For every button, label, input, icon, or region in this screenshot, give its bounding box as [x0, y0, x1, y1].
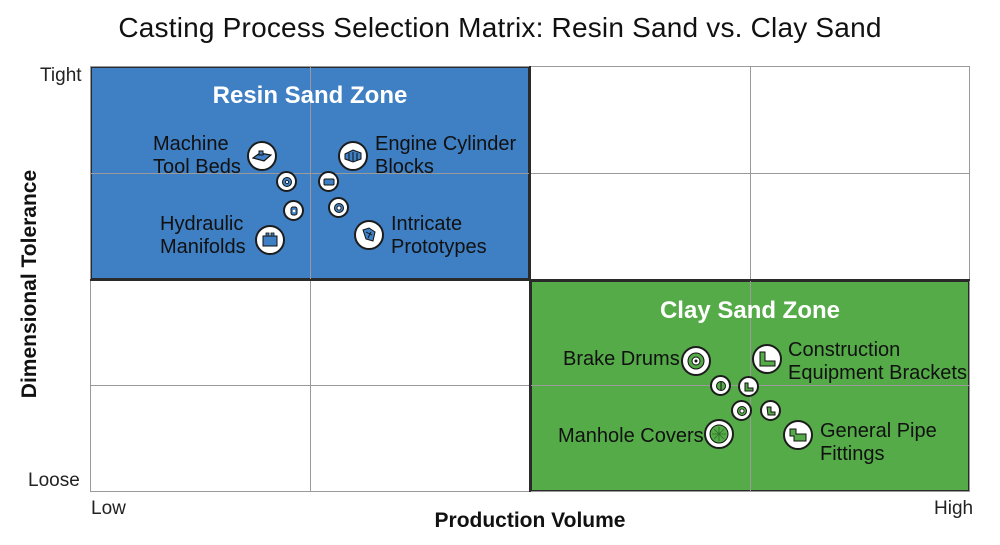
prototype-icon [354, 220, 384, 250]
clay-item-2-line2: Equipment Brackets [788, 362, 967, 384]
manifold-icon [255, 225, 285, 255]
clay-item-brake-drums: Brake Drums [563, 348, 680, 371]
y-tick-loose: Loose [28, 470, 80, 491]
clay-item-construction-brackets: Construction Equipment Brackets [788, 339, 967, 385]
resin-item-2-line1: Engine Cylinder [375, 133, 517, 155]
ring-green-small-icon [731, 400, 752, 421]
page-title: Casting Process Selection Matrix: Resin … [118, 12, 882, 43]
clay-item-4-line1: General Pipe [820, 420, 937, 442]
resin-item-machine-tool-beds: Machine Tool Beds [153, 133, 241, 179]
grid-line-v-mid [529, 66, 531, 492]
resin-item-3-line2: Manifolds [160, 236, 246, 258]
pipe-fitting-icon [783, 420, 813, 450]
clay-item-3-line1: Manhole Covers [558, 425, 704, 447]
machine-bed-icon [247, 141, 277, 171]
resin-item-4-line2: Prototypes [391, 236, 487, 258]
clay-item-4-line2: Fittings [820, 443, 885, 465]
manhole-cover-icon [704, 419, 734, 449]
resin-item-2-line2: Blocks [375, 156, 434, 178]
clay-item-2-line1: Construction [788, 339, 901, 361]
resin-item-4-line1: Intricate [391, 213, 463, 235]
gear-outline-small-icon [328, 197, 349, 218]
gear-small-icon [276, 171, 297, 192]
resin-item-1-line2: Tool Beds [153, 156, 241, 178]
engine-block-icon [338, 141, 368, 171]
bracket-small-icon [738, 376, 759, 397]
cylinder-small-icon [318, 171, 339, 192]
clay-item-manhole-covers: Manhole Covers [558, 425, 704, 448]
clay-zone-title: Clay Sand Zone [659, 297, 841, 324]
resin-zone-title: Resin Sand Zone [212, 82, 408, 109]
clay-item-pipe-fittings: General Pipe Fittings [820, 420, 937, 466]
y-tick-tight: Tight [40, 65, 82, 86]
resin-item-1-line1: Machine [153, 133, 229, 155]
bracket-icon [752, 344, 782, 374]
x-tick-low: Low [91, 498, 126, 519]
resin-item-engine-blocks: Engine Cylinder Blocks [375, 133, 516, 179]
resin-item-hydraulic-manifolds: Hydraulic Manifolds [160, 213, 246, 259]
resin-item-intricate-prototypes: Intricate Prototypes [391, 213, 487, 259]
selection-matrix [90, 66, 970, 492]
x-tick-high: High [934, 498, 974, 519]
clay-item-1-line1: Brake Drums [563, 348, 680, 370]
x-axis-label: Production Volume [434, 509, 626, 532]
y-axis-label: Dimensional Tolerance [18, 169, 41, 399]
valve-small-icon [283, 200, 304, 221]
resin-item-3-line1: Hydraulic [160, 213, 244, 235]
gear-green-small-icon [710, 375, 731, 396]
brake-drum-icon [681, 346, 711, 376]
elbow-small-icon [760, 400, 781, 421]
